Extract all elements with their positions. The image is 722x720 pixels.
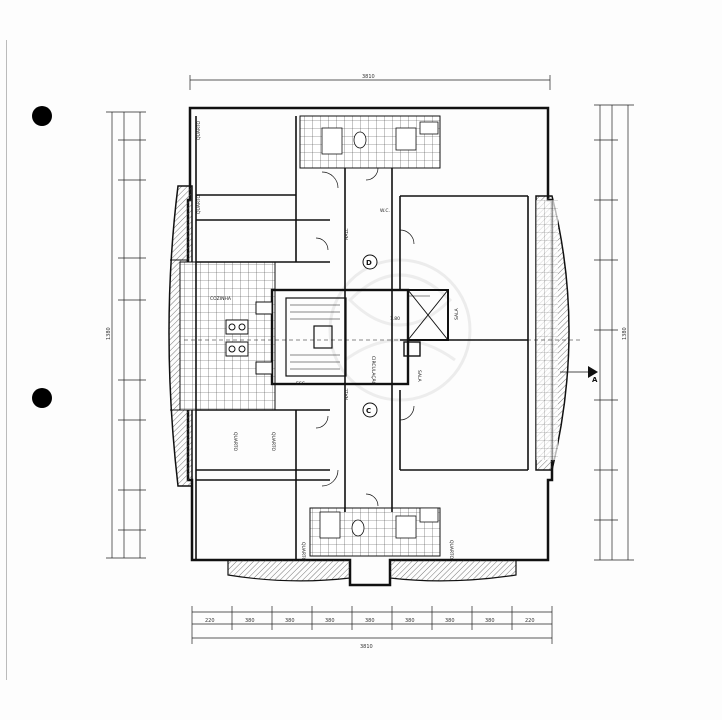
room-label-quarto-4: QUARTO bbox=[232, 432, 238, 451]
svg-text:380: 380 bbox=[485, 618, 495, 624]
svg-text:380: 380 bbox=[245, 618, 255, 624]
svg-text:380: 380 bbox=[325, 618, 335, 624]
wc-fixtures bbox=[319, 121, 439, 539]
left-dimension-chain bbox=[106, 111, 146, 559]
apartment-marker-top bbox=[362, 254, 378, 270]
right-dimension-chain bbox=[594, 104, 634, 561]
svg-text:380: 380 bbox=[365, 618, 375, 624]
right-balcony-tiles bbox=[536, 200, 558, 460]
right-overall-dimension: 1380 bbox=[622, 327, 628, 340]
punch-hole-bottom bbox=[32, 388, 52, 408]
apartment-marker-bottom bbox=[362, 402, 378, 418]
room-label-hall-bottom: HALL bbox=[344, 388, 350, 400]
room-label-cozinha: COZINHA bbox=[210, 296, 232, 302]
bottom-dimension-chain bbox=[191, 606, 553, 644]
room-label-quarto-2: QUARTO bbox=[196, 195, 202, 214]
top-dimension bbox=[189, 75, 551, 90]
room-label-sala-top: SALA bbox=[454, 307, 460, 320]
room-label-quarto-1: QUARTO bbox=[196, 121, 202, 140]
svg-text:220: 220 bbox=[205, 618, 215, 624]
kitchen-sinks bbox=[225, 301, 273, 375]
svg-text:380: 380 bbox=[285, 618, 295, 624]
central-core bbox=[270, 288, 449, 386]
kitchen-tiles bbox=[179, 261, 276, 411]
svg-text:380: 380 bbox=[405, 618, 415, 624]
room-label-circulacao: CIRCULAÇÃO bbox=[370, 356, 377, 386]
top-wc-tiles bbox=[299, 115, 441, 169]
room-label-hall-top: HALL bbox=[344, 228, 350, 240]
svg-text:220: 220 bbox=[525, 618, 535, 624]
bottom-balconies bbox=[227, 559, 517, 582]
svg-text:C: C bbox=[366, 407, 371, 415]
elevator-label: 1.80 bbox=[390, 316, 400, 322]
punch-hole-top bbox=[32, 106, 52, 126]
sheet-edge bbox=[6, 40, 7, 680]
stair-label: ESC. bbox=[296, 381, 306, 387]
room-label-sala-bottom: SALA bbox=[416, 370, 422, 383]
room-label-wc: W.C. bbox=[380, 208, 390, 214]
room-label-quarto-5: QUARTO bbox=[300, 542, 306, 561]
room-label-quarto-6: QUARTO bbox=[448, 540, 454, 559]
section-mark-label: A bbox=[592, 376, 598, 384]
svg-text:D: D bbox=[366, 259, 372, 267]
section-mark bbox=[560, 366, 598, 378]
interior-walls bbox=[195, 116, 529, 560]
door-swings bbox=[315, 167, 415, 507]
left-overall-dimension: 1380 bbox=[106, 327, 112, 340]
bottom-segment-labels: 220 380 380 380 380 380 380 380 220 bbox=[205, 618, 535, 624]
room-label-quarto-3: QUARTO bbox=[270, 432, 276, 451]
svg-text:380: 380 bbox=[445, 618, 455, 624]
bottom-overall-dimension: 3810 bbox=[360, 644, 373, 650]
top-overall-dimension: 3810 bbox=[362, 74, 375, 80]
